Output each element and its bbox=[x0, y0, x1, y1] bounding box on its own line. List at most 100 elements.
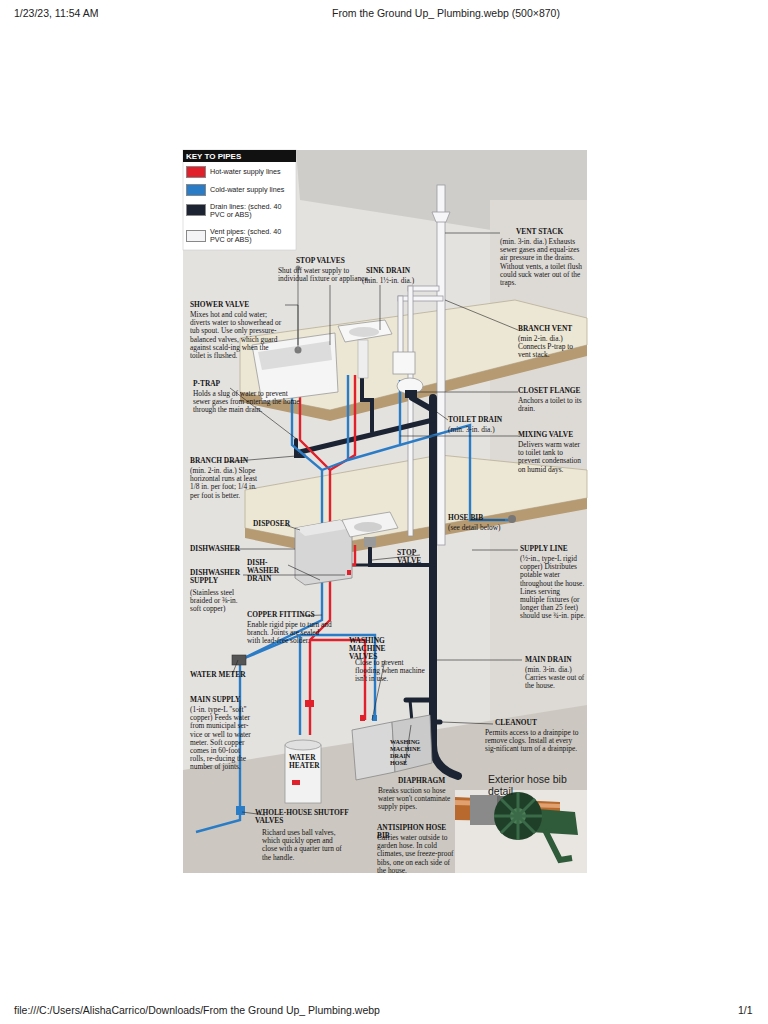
callout-heading: STOP VALVES bbox=[296, 257, 376, 265]
legend-swatch bbox=[186, 166, 206, 178]
kitchen-sink bbox=[342, 512, 398, 537]
hot-water-pipe bbox=[310, 565, 330, 735]
kitchen-sink bbox=[364, 537, 376, 547]
detail-caption: Exterior hose bib detail bbox=[488, 773, 586, 797]
floor-slab bbox=[183, 300, 587, 873]
callout-heading: MAIN SUPPLY bbox=[190, 696, 256, 704]
legend-heading: KEY TO PIPES bbox=[186, 151, 294, 162]
leader-line bbox=[434, 410, 448, 420]
bathroom-sink bbox=[358, 340, 368, 378]
hose-bib-detail bbox=[494, 792, 542, 840]
callout-heading: CLOSET FLANGE bbox=[518, 387, 586, 395]
callout-text: Richard uses ball valves, which quickly … bbox=[262, 829, 342, 862]
bathroom-sink bbox=[349, 327, 379, 337]
cold-water-pipe bbox=[400, 425, 510, 520]
cold-water-pipe bbox=[348, 380, 400, 460]
scene-background bbox=[490, 200, 587, 720]
callout-heading: WATER METER bbox=[190, 671, 250, 679]
vent-pipe bbox=[398, 296, 443, 301]
callout-heading: DISHWASHER SUPPLY bbox=[190, 569, 242, 585]
vent-pipe bbox=[408, 286, 413, 536]
meter-and-valves bbox=[508, 515, 516, 523]
toilet bbox=[405, 390, 417, 398]
callout-heading: HOSE BIB bbox=[448, 514, 508, 522]
leader-line bbox=[380, 285, 381, 330]
browser-chrome-text: 1/23/23, 11:54 AM bbox=[14, 7, 98, 19]
callout-heading: SHOWER VALVE bbox=[190, 301, 280, 309]
bathtub bbox=[258, 341, 332, 370]
meter-and-valves bbox=[232, 515, 516, 815]
leader-line bbox=[445, 300, 518, 330]
water-heater bbox=[292, 780, 300, 785]
callout-text: (1-in. type-L "soft" copper) Feeds water… bbox=[190, 706, 254, 772]
callout-heading: MIXING VALVE bbox=[518, 431, 586, 439]
drain-pipe bbox=[296, 378, 458, 776]
legend-box bbox=[183, 150, 296, 250]
meter-and-valves bbox=[236, 806, 245, 815]
hose-bib-detail bbox=[455, 790, 587, 873]
callout-heading: COPPER FITTINGS bbox=[247, 611, 332, 619]
toilet bbox=[393, 352, 423, 398]
washing-machine bbox=[360, 715, 365, 721]
callout-text: Carries water outside to garden hose. In… bbox=[377, 834, 455, 875]
callout-heading: STOP VALVE bbox=[397, 549, 427, 565]
callout-heading: BRANCH VENT bbox=[518, 325, 586, 333]
leader-line bbox=[437, 660, 522, 661]
hose-bib-detail bbox=[494, 792, 542, 840]
leader-line bbox=[416, 392, 518, 393]
vent-pipe bbox=[432, 212, 450, 222]
leader-line bbox=[400, 436, 518, 437]
leader-line bbox=[442, 722, 493, 724]
callout-text: Holds a slug of water to prevent sewer g… bbox=[193, 390, 303, 415]
callout-text: (min. 2-in. dia.) Slope horizontal runs … bbox=[190, 467, 262, 500]
drain-pipe bbox=[370, 548, 433, 565]
legend-swatch bbox=[186, 204, 206, 216]
callout-text: (min. 3-in. dia.) bbox=[448, 426, 516, 434]
washing-machine bbox=[352, 715, 432, 780]
callout-text: (min. 3-in. dia.) Carries waste out of t… bbox=[525, 666, 585, 691]
vent-pipe bbox=[437, 185, 445, 545]
callout-heading: DIAPHRAGM bbox=[398, 777, 458, 785]
legend-box bbox=[183, 150, 296, 162]
meter-and-valves bbox=[305, 700, 314, 707]
callout-heading: SUPPLY LINE bbox=[520, 545, 586, 553]
leader-line bbox=[232, 549, 295, 550]
hose-bib-detail bbox=[545, 830, 572, 860]
callout-heading: VENT STACK bbox=[516, 228, 586, 236]
callout-text: (see detail below) bbox=[448, 524, 510, 532]
callout-heading: WATER HEATER bbox=[289, 754, 329, 770]
callout-heading: P-TRAP bbox=[193, 380, 253, 388]
callout-text: (½-in., type-L rigid copper) Distributes… bbox=[520, 555, 586, 621]
legend-text: Cold-water supply lines bbox=[210, 186, 294, 194]
leader-line bbox=[288, 565, 320, 580]
callout-text: Permits access to a drainpipe to remove … bbox=[485, 729, 585, 754]
drain-pipe bbox=[433, 398, 458, 776]
callout-heading: SINK DRAIN bbox=[366, 267, 426, 275]
water-heater bbox=[285, 740, 321, 750]
scene-background bbox=[183, 150, 296, 250]
callout-heading: DISPOSER bbox=[253, 520, 303, 528]
callout-text: Close to prevent flooding when machine i… bbox=[355, 659, 427, 684]
callout-text: Anchors a toilet to its drain. bbox=[518, 397, 586, 413]
kitchen-sink bbox=[342, 512, 398, 547]
callout-heading: WHOLE-HOUSE SHUTOFF VALVES bbox=[255, 809, 365, 825]
kitchen-sink bbox=[354, 522, 382, 532]
callout-text: (min. 1½-in. dia.) bbox=[362, 277, 422, 285]
legend-swatch bbox=[186, 184, 206, 196]
browser-chrome-text: 1/1 bbox=[738, 1004, 753, 1016]
browser-chrome-text: From the Ground Up_ Plumbing.webp (500×8… bbox=[332, 7, 560, 19]
legend-text: Vent pipes: (sched. 40 PVC or ABS) bbox=[210, 228, 294, 245]
callout-heading: WASHING MACHINE DRAIN HOSE bbox=[390, 738, 424, 766]
bathroom-sink bbox=[338, 320, 392, 342]
hose-bib-detail bbox=[455, 790, 587, 873]
leader-line bbox=[445, 233, 500, 234]
legend-swatch bbox=[186, 230, 206, 242]
callout-text: Delivers warm water to toilet tank to pr… bbox=[518, 441, 586, 474]
scene-background bbox=[183, 150, 587, 873]
drain-pipe bbox=[362, 378, 372, 432]
browser-chrome-text: file:///C:/Users/AlishaCarrico/Downloads… bbox=[14, 1004, 380, 1016]
water-heater bbox=[285, 740, 321, 803]
leader-line bbox=[285, 305, 298, 345]
drain-pipe bbox=[412, 398, 433, 410]
